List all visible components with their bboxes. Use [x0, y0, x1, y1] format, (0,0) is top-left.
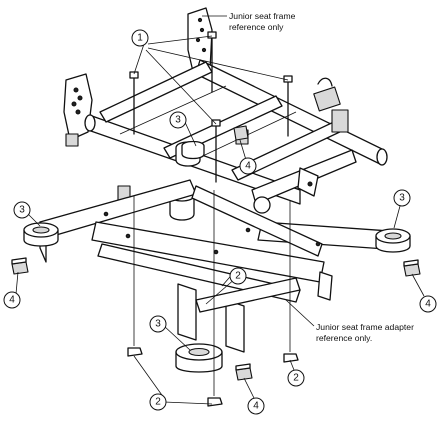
nuts: [127, 190, 299, 407]
svg-text:3: 3: [155, 319, 161, 330]
callout-2-mid: 2: [229, 267, 247, 285]
svg-text:4: 4: [9, 295, 15, 306]
leader-lines: [15, 15, 425, 405]
svg-text:3: 3: [175, 115, 181, 126]
callout-3-center: 3: [169, 111, 187, 129]
callout-4-left: 4: [3, 291, 21, 309]
svg-text:1: 1: [137, 33, 143, 44]
svg-text:2: 2: [155, 397, 161, 408]
svg-text:2: 2: [235, 271, 241, 282]
callout-4-center: 4: [239, 157, 257, 175]
svg-text:3: 3: [19, 205, 25, 216]
junior-seat-frame: [63, 7, 388, 214]
note-adapter-line2: reference only.: [316, 333, 372, 343]
callouts: 1 3 4 3 4 3 4 2 3 2 2 4: [3, 29, 437, 415]
junior-seat-frame-adapter: [39, 179, 405, 353]
callout-4-bottom: 4: [247, 397, 265, 415]
svg-text:4: 4: [245, 161, 251, 172]
note-junior-seat-frame-line2: reference only: [229, 22, 284, 32]
svg-text:4: 4: [253, 401, 259, 412]
callout-3-bottom: 3: [149, 315, 167, 333]
callout-2-bottom-right: 2: [287, 369, 305, 387]
end-caps: [11, 125, 421, 381]
callout-1: 1: [131, 29, 149, 47]
callout-3-right: 3: [393, 189, 411, 207]
note-junior-seat-frame-line1: Junior seat frame: [229, 11, 296, 21]
callout-3-left: 3: [13, 201, 31, 219]
note-adapter-line1: Junior seat frame adapter: [316, 322, 414, 332]
svg-text:3: 3: [399, 193, 405, 204]
svg-text:4: 4: [425, 299, 431, 310]
sockets: [23, 140, 411, 373]
callout-2-bottom-left: 2: [149, 393, 167, 411]
callout-4-right: 4: [419, 295, 437, 313]
annotations: Junior seat frame reference only Junior …: [229, 11, 414, 343]
bolts: [129, 31, 293, 183]
svg-text:2: 2: [293, 373, 299, 384]
